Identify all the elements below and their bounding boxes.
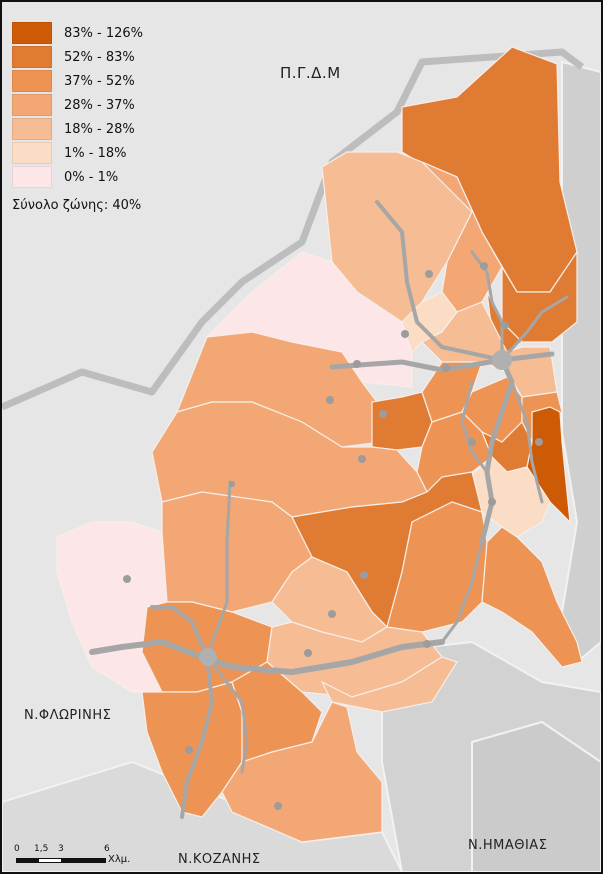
scale-segments [16,858,106,863]
region-south-bottom [221,701,383,843]
scale-tick-label: 0 [14,844,20,854]
scale-tick-label: 6 [104,844,110,854]
city-dot [442,364,450,372]
road-south-east-branch [510,380,544,504]
scale-tick-label: 1,5 [34,844,49,854]
scale-bar: 0 1,5 3 6 Χλμ. [12,844,162,868]
label-west-prefecture: Ν.ΦΛΩΡΙΝΗΣ [24,708,112,723]
label-north-country: Π.Γ.Δ.Μ [280,64,341,82]
city-dot [229,481,235,487]
legend-label: 28% - 37% [64,97,135,113]
city-dot [360,571,368,579]
city-markers [123,262,543,810]
legend-item: 1% - 18% [12,142,242,164]
legend-label: 52% - 83% [64,49,135,65]
city-dot [185,746,193,754]
legend-label: 83% - 126% [64,25,144,41]
legend-swatch [12,46,52,68]
city-dot [328,610,336,618]
city-dot [304,649,312,657]
national-border [2,48,585,411]
road-west-vertical-2 [205,655,249,774]
road-inner-loop [460,380,489,474]
city-dot [379,410,387,418]
region-east-cream [456,456,551,538]
city-dot [468,438,476,446]
road-north-west-trunk [205,480,232,659]
legend-label: 37% - 52% [64,73,135,89]
region-central-orange-block [371,391,433,451]
legend-label: 1% - 18% [64,145,127,161]
city-node-main-west [199,648,217,666]
legend-swatch [12,142,52,164]
legend-item: 52% - 83% [12,46,242,68]
city-dot [535,438,543,446]
city-dot [423,640,431,648]
city-dot [358,455,366,463]
city-dot [501,321,509,329]
city-dot [123,575,131,583]
label-south-prefecture: Ν.ΚΟΖΑΝΗΣ [178,852,261,867]
city-dot [353,360,361,368]
legend-swatch [12,22,52,44]
neighbour-region-southeast-2 [471,720,601,872]
legend-label: 0% - 1% [64,169,119,185]
label-east-prefecture: Ν.ΗΜΑΘΙΑΣ [468,838,548,853]
road-west-main [89,639,445,675]
city-dot [425,270,433,278]
city-dot [480,262,488,270]
city-dot [488,498,496,506]
road-west-vertical [180,655,214,819]
legend-swatch [12,166,52,188]
region-south-east-orange [481,526,583,668]
city-dot [326,396,334,404]
legend-label: 18% - 28% [64,121,135,137]
legend-item: 83% - 126% [12,22,242,44]
legend-item: 0% - 1% [12,166,242,188]
scale-tick-label: 3 [58,844,64,854]
legend-item: 18% - 28% [12,118,242,140]
study-zone [56,46,583,843]
city-node-main-east [492,350,512,370]
legend-swatch [12,94,52,116]
neighbour-region-east [560,60,601,664]
road-east-west-north [329,351,555,373]
road-north-branch [375,200,504,362]
road-south-link [440,540,484,644]
road-west-north [150,605,209,659]
city-dot [274,802,282,810]
legend-swatch [12,118,52,140]
map-legend: 83% - 126% 52% - 83% 37% - 52% 28% - 37%… [12,22,242,213]
legend-total: Σύνολο ζώνης: 40% [12,198,142,213]
legend-swatch [12,70,52,92]
region-south-far-light [320,656,458,713]
road-north-link [500,295,569,362]
scale-unit: Χλμ. [108,854,131,865]
city-dot [401,330,409,338]
legend-item: 37% - 52% [12,70,242,92]
legend-item: 28% - 37% [12,94,242,116]
